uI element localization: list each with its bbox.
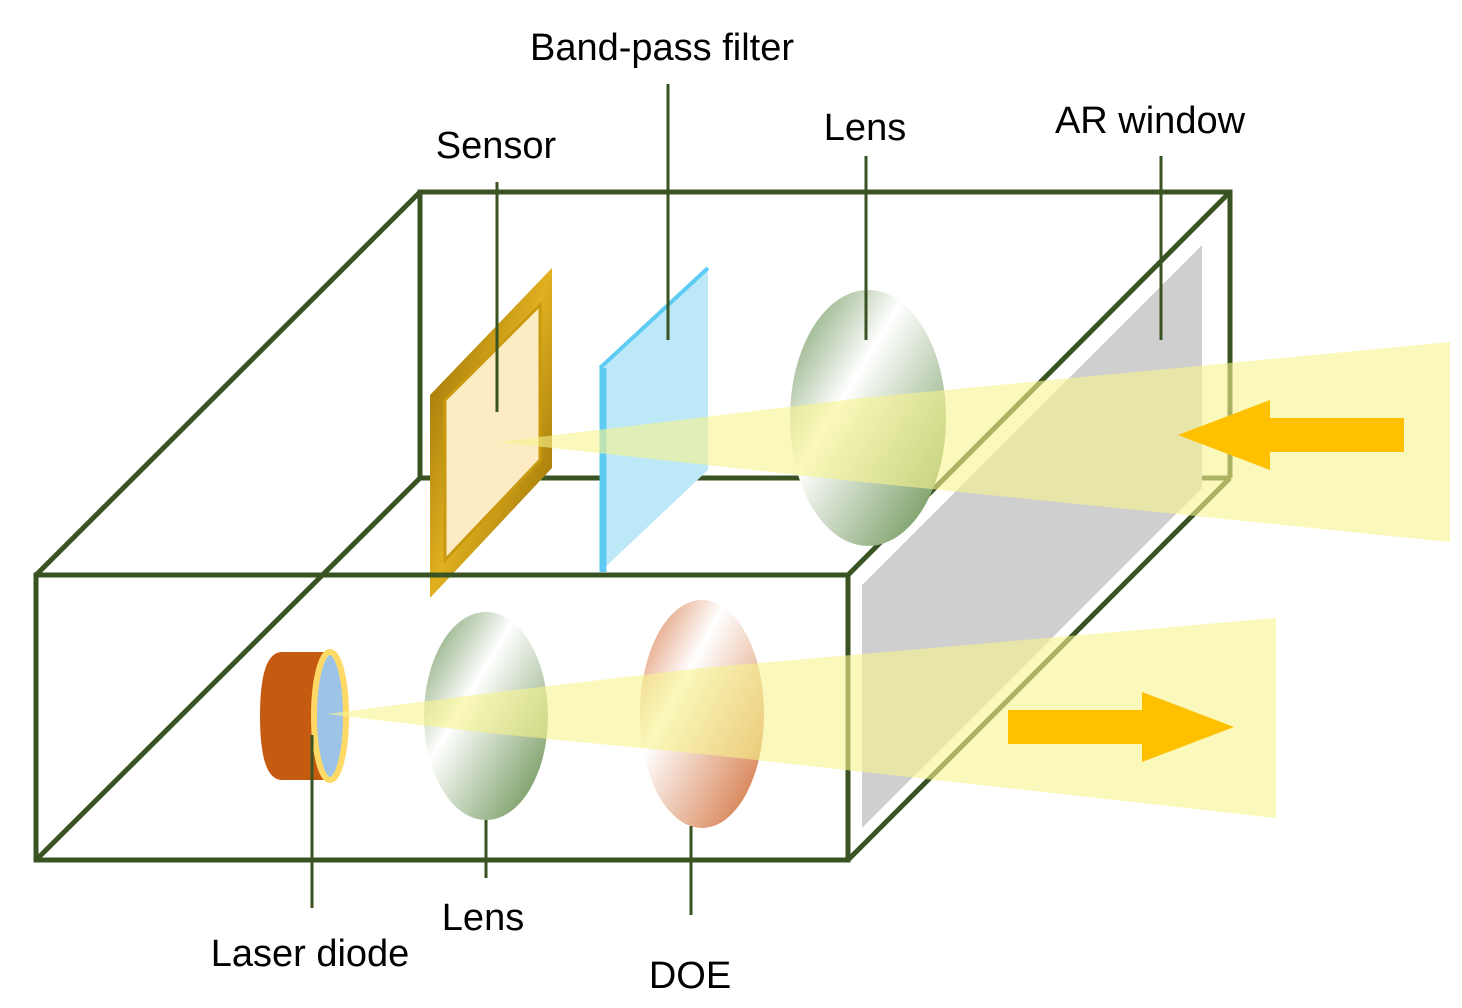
laser-diode xyxy=(260,649,349,783)
outgoing-light-beam xyxy=(326,618,1276,818)
arrow-left-icon xyxy=(1178,400,1404,470)
arrow-right-icon xyxy=(1008,692,1234,762)
sensor-label: Sensor xyxy=(436,125,557,167)
sensor xyxy=(430,268,552,598)
ar-window-label: AR window xyxy=(1055,100,1246,142)
band-pass-filter-label: Band-pass filter xyxy=(530,27,794,69)
leader-lines xyxy=(310,84,1163,915)
incoming-light-beam xyxy=(498,342,1450,542)
band-pass-filter xyxy=(598,266,710,572)
doe-label: DOE xyxy=(649,955,731,997)
laser-diode-label: Laser diode xyxy=(211,933,410,975)
emitter-lens-label: Lens xyxy=(442,897,524,939)
receiver-lens-label: Lens xyxy=(824,107,906,149)
